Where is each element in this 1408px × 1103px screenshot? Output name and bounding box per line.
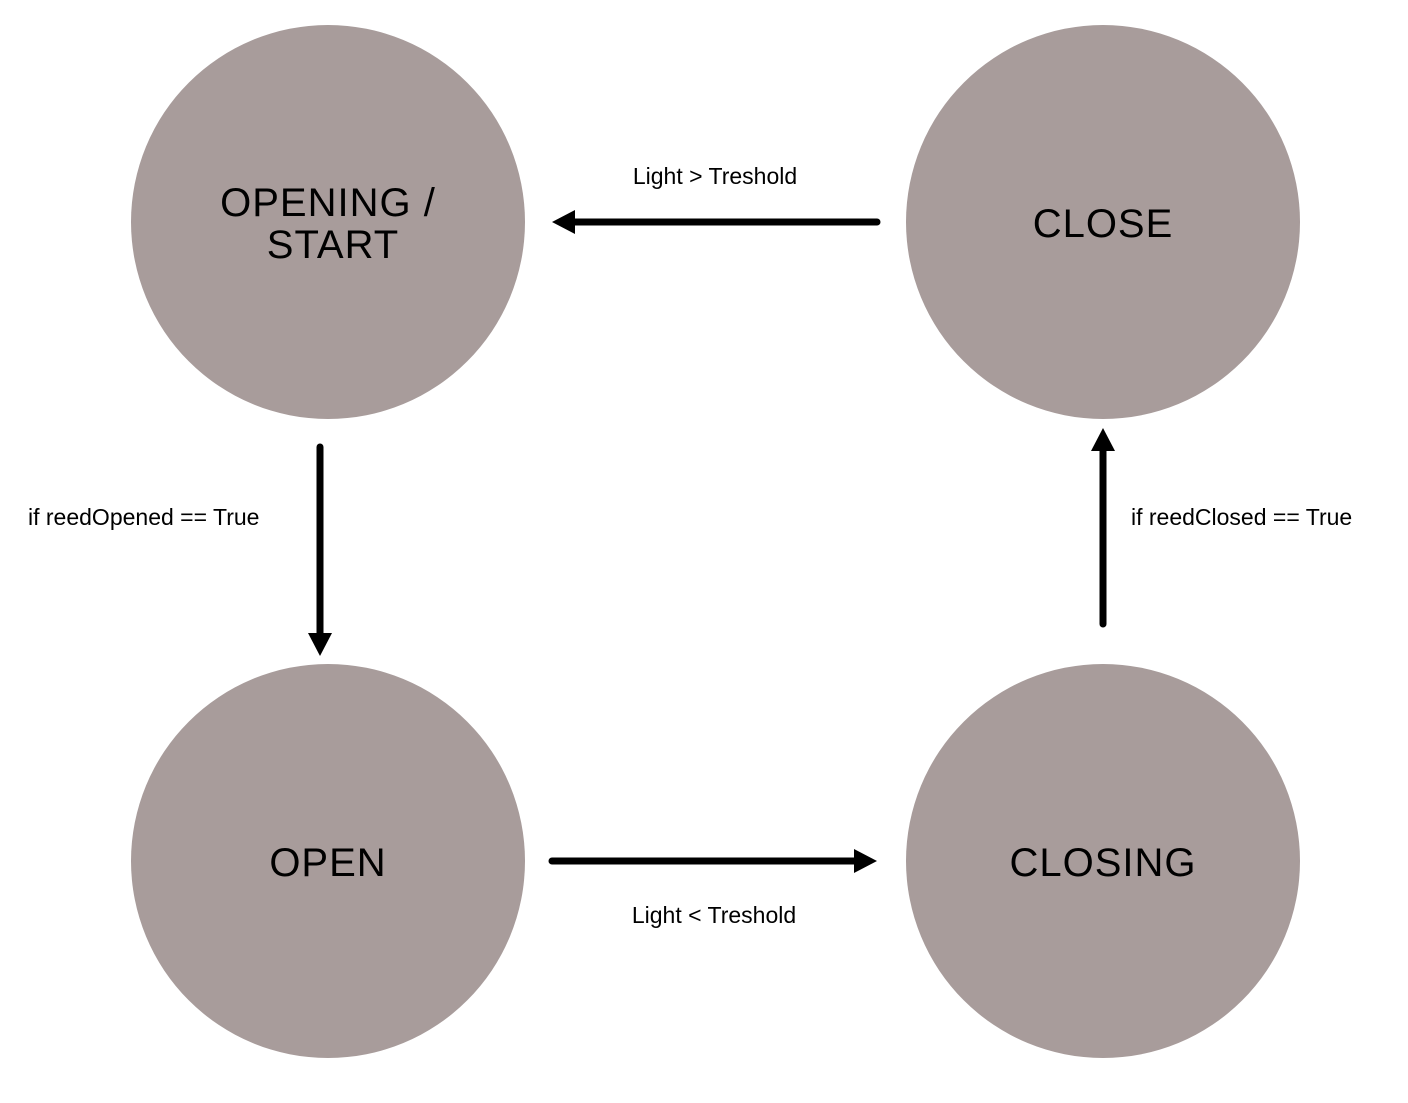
transition-closing-to-close-arrowhead [1091, 428, 1115, 451]
state-open: OPEN [131, 664, 525, 1058]
transition-close-to-opening-arrowhead [552, 210, 575, 234]
transition-opening-to-open-arrowhead [308, 633, 332, 656]
state-close: CLOSE [906, 25, 1300, 419]
state-opening-start-label-line1: OPENING / [220, 181, 436, 225]
state-open-circle [131, 664, 525, 1058]
transition-open-to-closing-arrowhead [854, 849, 877, 873]
transition-closing-to-close: if reedClosed == True [1091, 428, 1352, 628]
state-opening-start: OPENING / START [131, 25, 525, 419]
transition-opening-to-open-label: if reedOpened == True [28, 504, 259, 530]
state-closing-circle [906, 664, 1300, 1058]
state-closing-label: CLOSING [1009, 841, 1196, 885]
state-open-label: OPEN [269, 841, 386, 885]
state-opening-start-circle [131, 25, 525, 419]
transition-open-to-closing: Light < Treshold [548, 849, 877, 928]
state-close-label: CLOSE [1033, 202, 1174, 246]
transition-opening-to-open: if reedOpened == True [28, 443, 332, 656]
state-closing: CLOSING [906, 664, 1300, 1058]
transition-close-to-opening: Light > Treshold [552, 163, 881, 234]
transition-close-to-opening-label: Light > Treshold [633, 163, 797, 189]
state-opening-start-label-line2: START [267, 223, 399, 267]
transition-open-to-closing-label: Light < Treshold [632, 902, 796, 928]
transition-closing-to-close-label: if reedClosed == True [1131, 504, 1352, 530]
state-close-circle [906, 25, 1300, 419]
